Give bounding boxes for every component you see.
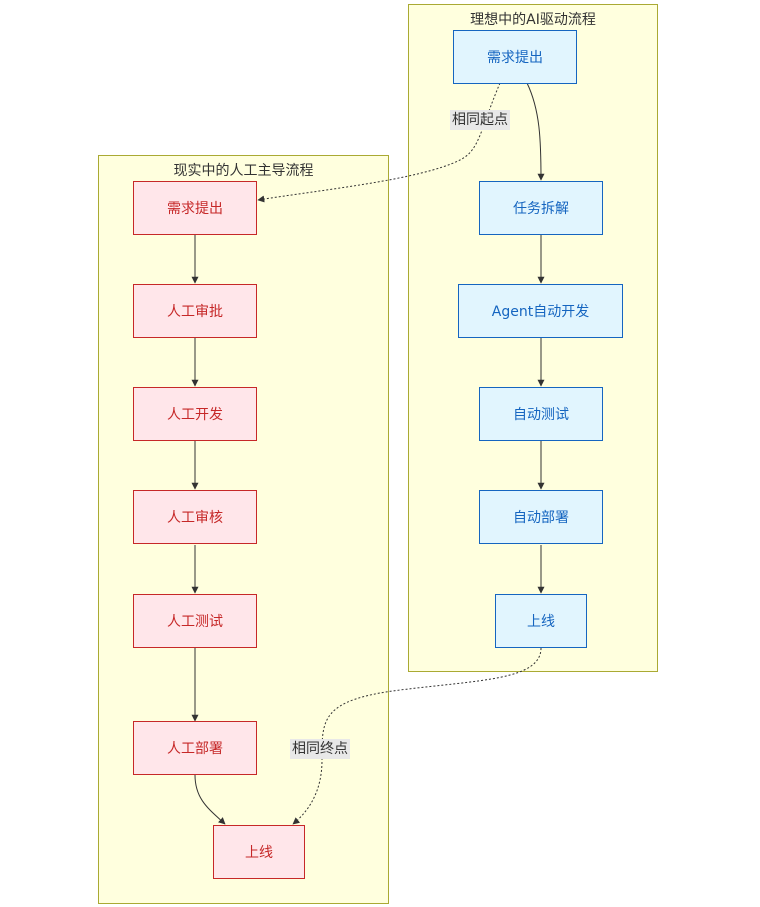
reality-node-requirement[interactable]: 需求提出	[133, 181, 257, 235]
ideal-node-requirement[interactable]: 需求提出	[453, 30, 577, 84]
edge-r-6	[194, 774, 226, 825]
reality-node-manual-approval[interactable]: 人工审批	[133, 284, 257, 338]
reality-node-manual-dev[interactable]: 人工开发	[133, 387, 257, 441]
ideal-node-auto-test[interactable]: 自动测试	[479, 387, 603, 441]
reality-node-manual-deploy[interactable]: 人工部署	[133, 721, 257, 775]
reality-node-launch[interactable]: 上线	[213, 825, 305, 879]
cluster-reality-title: 现实中的人工主导流程	[173, 163, 314, 179]
edge-label-same-start: 相同起点	[450, 110, 510, 130]
ideal-node-agent-dev[interactable]: Agent自动开发	[458, 284, 623, 338]
edge-i-1	[526, 82, 545, 181]
edge-same-end	[292, 647, 542, 825]
reality-node-manual-review[interactable]: 人工审核	[133, 490, 257, 544]
ideal-node-auto-deploy[interactable]: 自动部署	[479, 490, 603, 544]
ideal-node-task-breakdown[interactable]: 任务拆解	[479, 181, 603, 235]
cluster-ideal: 理想中的AI驱动流程	[408, 4, 658, 672]
cluster-ideal-title: 理想中的AI驱动流程	[470, 12, 596, 28]
edge-same-start	[257, 82, 501, 203]
ideal-node-launch[interactable]: 上线	[495, 594, 587, 648]
reality-node-manual-test[interactable]: 人工测试	[133, 594, 257, 648]
edge-label-same-end: 相同终点	[290, 739, 350, 759]
